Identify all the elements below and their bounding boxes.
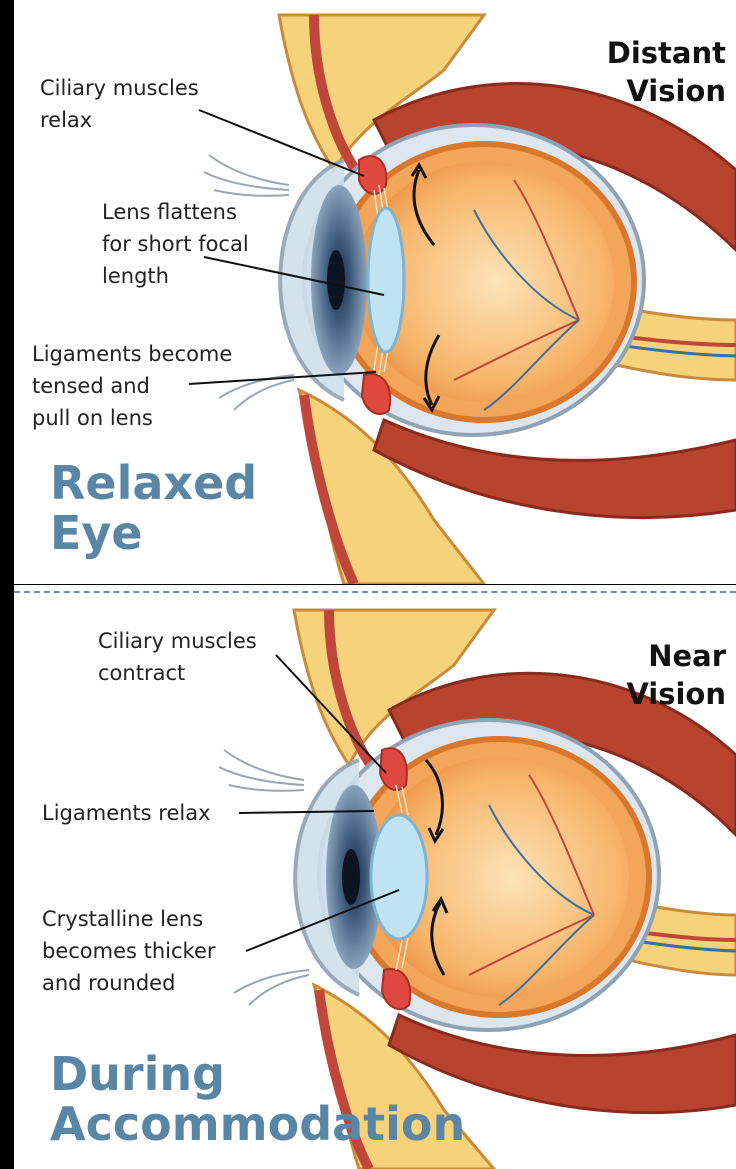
lens-flattened	[368, 208, 404, 352]
lens-rounded	[371, 815, 427, 939]
pupil	[327, 250, 345, 310]
label-ligaments-relax: Ligaments relax	[42, 797, 211, 829]
inferior-muscle	[374, 420, 736, 518]
ciliary-muscle-upper	[380, 748, 407, 790]
panel-divider	[14, 591, 736, 593]
pupil	[342, 849, 360, 905]
